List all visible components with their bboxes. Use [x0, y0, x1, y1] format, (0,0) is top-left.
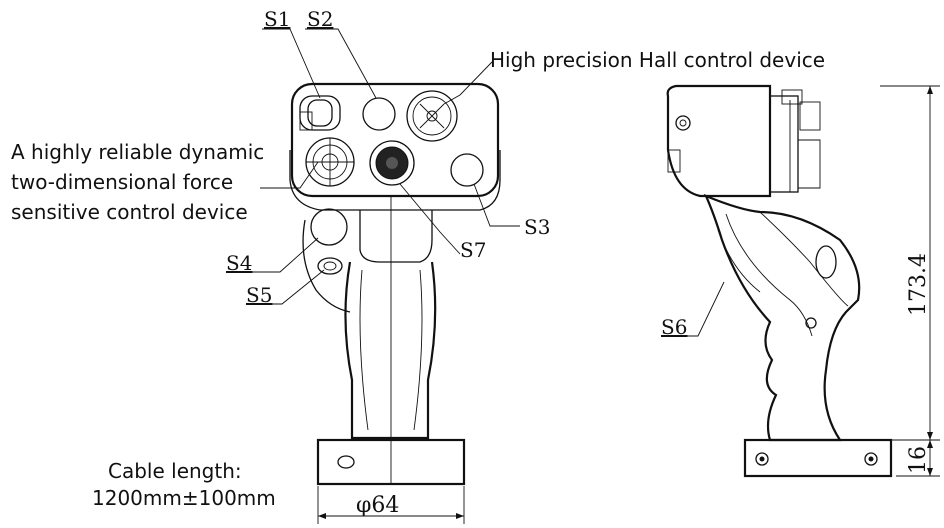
s6-label: S6	[661, 315, 687, 339]
front-grip	[344, 261, 437, 440]
side-grip	[703, 193, 861, 442]
front-grip-inner	[359, 269, 423, 431]
front-base-hole	[337, 455, 355, 469]
side-view	[666, 84, 940, 478]
front-base	[316, 438, 466, 486]
s3-label: S3	[524, 215, 550, 239]
s4-button-icon	[310, 208, 348, 246]
front-head-skirt	[289, 150, 501, 211]
hall-device-annotation: High precision Hall control device	[490, 48, 825, 72]
front-view	[289, 82, 501, 524]
cable-length-label: Cable length:	[108, 459, 242, 483]
s1-toggle-icon	[299, 95, 341, 131]
diameter-dimension: φ64	[356, 493, 399, 518]
side-grip-screw-icon	[805, 317, 817, 329]
hall-device-icon	[406, 90, 458, 142]
s7-label: S7	[460, 238, 486, 262]
force-sensor-icon	[305, 137, 355, 187]
s5-button-icon	[317, 257, 343, 275]
force-device-annotation-line3: sensitive control device	[11, 200, 248, 224]
s4-label: S4	[226, 251, 252, 275]
s1-label: S1	[264, 7, 290, 31]
force-device-annotation-line1: A highly reliable dynamic	[11, 140, 264, 164]
height-dimension: 173.4	[906, 253, 931, 316]
side-head	[666, 84, 772, 198]
leader-lines	[226, 28, 725, 337]
s5-label: S5	[246, 283, 272, 307]
s2-button-icon	[362, 97, 396, 131]
side-screw-icon	[675, 115, 691, 131]
front-neck	[359, 210, 433, 263]
cable-length-value: 1200mm±100mm	[92, 486, 276, 510]
side-base	[743, 438, 893, 478]
s3-button-icon	[450, 153, 484, 187]
front-head-panel	[290, 82, 500, 198]
s7-knob-icon	[369, 140, 415, 186]
base-height-dimension: 16	[906, 446, 931, 474]
side-controls-icon	[769, 89, 821, 193]
s2-label: S2	[307, 7, 333, 31]
front-trigger-outline	[302, 219, 351, 313]
force-device-annotation-line2: two-dimensional force	[11, 170, 233, 194]
